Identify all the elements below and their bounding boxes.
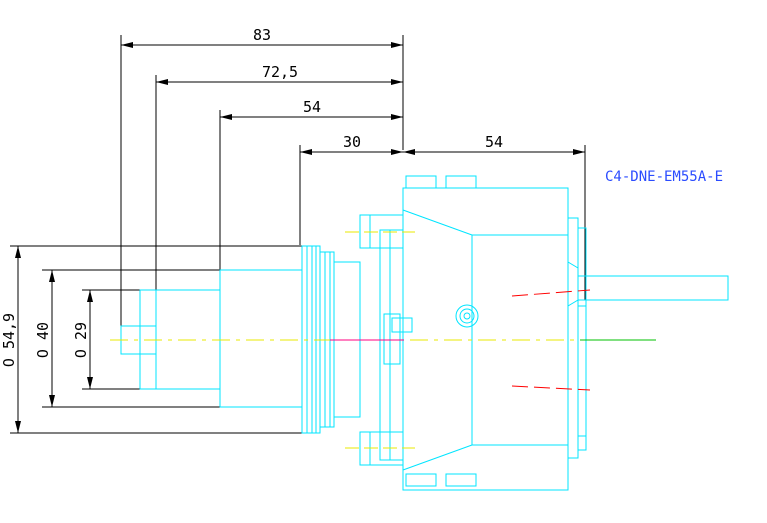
dimension-label-54-right: 54 (485, 133, 503, 151)
dimension-label-72-5: 72,5 (262, 63, 298, 81)
part-outline (120, 175, 729, 491)
dimension-label-54-9: O 54,9 (0, 313, 18, 367)
hidden-lines (511, 289, 591, 391)
dimension-label-83: 83 (253, 26, 271, 44)
dimension-pilot-diameter: O 40 (34, 269, 222, 408)
dimension-label-40: O 40 (34, 322, 52, 358)
dimension-overall-length: 83 (120, 26, 404, 330)
part-number-label: C4-DNE-EM55A-E (605, 169, 723, 185)
dimension-label-30: 30 (343, 133, 361, 151)
dimension-length-to-shoulder: 72,5 (155, 63, 403, 290)
dimension-flange-length: 30 (299, 133, 403, 245)
centerlines (110, 231, 656, 449)
dimension-flange-diameter: O 54,9 (0, 245, 302, 434)
dimension-length-to-bore: 54 (219, 98, 403, 270)
dimension-label-54-left: 54 (303, 98, 321, 116)
dimension-body-length: 54 (403, 133, 586, 300)
dimension-label-29: O 29 (72, 322, 90, 358)
